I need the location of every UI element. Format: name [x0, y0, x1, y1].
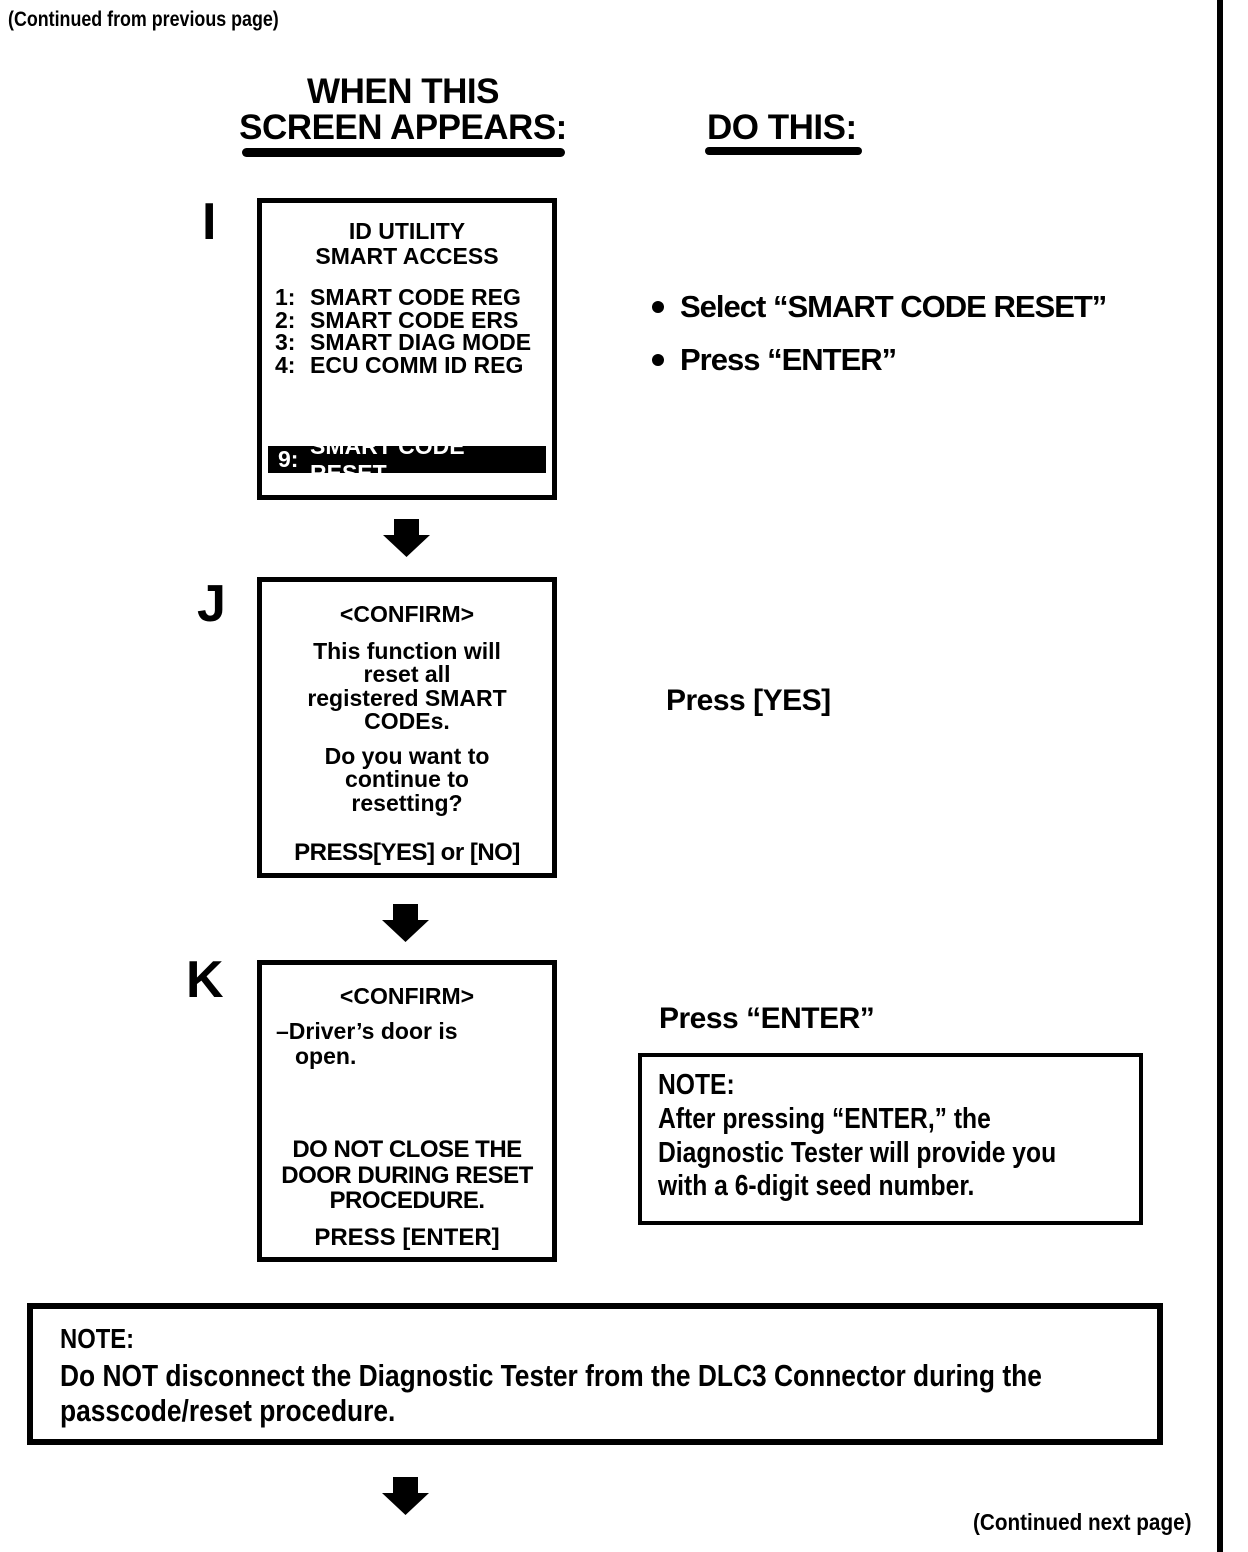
screen-warning-line: DO NOT CLOSE THE [292, 1136, 522, 1163]
down-arrow-icon [382, 904, 429, 942]
screen-footer-prompt: PRESS [ENTER] [314, 1224, 500, 1251]
note-body-line: with a 6-digit seed number. [658, 1170, 975, 1202]
header-underline [705, 147, 862, 155]
screen-warning: DO NOT CLOSE THE DOOR DURING RESET PROCE… [262, 1137, 552, 1214]
bullet-icon [652, 301, 664, 313]
screen-message-line: CODEs. [364, 708, 450, 735]
menu-item-label: SMART CODE ERS [310, 306, 519, 333]
step-label-j: J [197, 575, 226, 633]
note-body-line: After pressing “ENTER,” the [658, 1103, 991, 1135]
screen-title-line2: SMART ACCESS [315, 243, 499, 269]
screen-question-line: resetting? [351, 789, 463, 816]
menu-item-number: 2: [275, 306, 296, 333]
instruction-text: Press “ENTER” [680, 342, 897, 377]
screen-footer-prompt: PRESS[YES] or [NO] [294, 839, 520, 866]
column-header-screen: WHEN THIS SCREEN APPEARS: [233, 74, 573, 146]
note-body: After pressing “ENTER,” the Diagnostic T… [658, 1103, 1056, 1204]
menu-item: 4: ECU COMM ID REG [275, 351, 531, 378]
column-header-action: DO THIS: [707, 108, 857, 147]
screen-question-line: Do you want to [324, 743, 490, 769]
page-edge-line [1217, 0, 1223, 1552]
tester-screen-k: <CONFIRM> –Driver’s door is open. DO NOT… [257, 960, 557, 1262]
menu-item: 3: SMART DIAG MODE [275, 331, 531, 354]
column-header-screen-line1: WHEN THIS [307, 72, 499, 111]
screen-message-line: reset all [363, 661, 451, 688]
continued-next-label: (Continued next page) [973, 1509, 1192, 1535]
continued-from-label: (Continued from previous page) [8, 8, 279, 31]
tester-screen-j: <CONFIRM> This function will reset all r… [257, 577, 557, 878]
note-box-disconnect-warning: NOTE: Do NOT disconnect the Diagnostic T… [27, 1303, 1163, 1445]
note-body-line: passcode/reset procedure. [60, 1393, 396, 1428]
screen-menu: 1: SMART CODE REG 2: SMART CODE ERS 3: S… [275, 286, 531, 376]
menu-item-label: SMART CODE RESET [310, 432, 465, 486]
note-body-line: Diagnostic Tester will provide you [658, 1136, 1057, 1169]
menu-item-number: 1: [275, 284, 296, 310]
screen-status-line: open. [295, 1043, 357, 1069]
menu-item-highlighted: 9: SMART CODE RESET [268, 433, 546, 486]
screen-status: –Driver’s door is open. [276, 1019, 458, 1069]
note-title: NOTE: [60, 1323, 135, 1354]
note-body: Do NOT disconnect the Diagnostic Tester … [60, 1358, 1042, 1428]
bullet-icon [652, 354, 664, 366]
screen-message-line: registered SMART [307, 684, 507, 711]
screen-title-line1: ID UTILITY [348, 218, 466, 244]
note-title: NOTE: [658, 1069, 735, 1101]
menu-item-label: SMART DIAG MODE [310, 329, 532, 356]
menu-item: 2: SMART CODE ERS [275, 306, 531, 333]
header-underline [242, 148, 565, 157]
screen-message: This function will reset all registered … [262, 638, 552, 735]
screen-title: <CONFIRM> [339, 601, 475, 627]
down-arrow-icon [382, 1477, 429, 1515]
screen-warning-line: PROCEDURE. [329, 1187, 485, 1214]
column-header-screen-line2: SCREEN APPEARS: [239, 108, 567, 147]
step-label-k: K [186, 951, 224, 1009]
note-body-line: Do NOT disconnect the Diagnostic Tester … [60, 1358, 1042, 1393]
menu-item-number: 9: [278, 446, 299, 472]
menu-item-number: 4: [275, 351, 296, 378]
instruction-list-step-i: Select “SMART CODE RESET” Press “ENTER” [652, 288, 1107, 394]
instruction-bullet-select-reset: Select “SMART CODE RESET” [652, 288, 1107, 325]
screen-question: Do you want to continue to resetting? [262, 743, 552, 816]
menu-item-label: ECU COMM ID REG [310, 351, 524, 378]
note-box-seed-number: NOTE: After pressing “ENTER,” the Diagno… [638, 1053, 1143, 1225]
screen-message-line: This function will [313, 638, 501, 664]
instruction-bullet-press-enter: Press “ENTER” [652, 341, 1106, 378]
menu-item-label: SMART CODE REG [310, 284, 521, 310]
menu-item-number: 3: [275, 329, 296, 356]
step-label-i: I [202, 193, 217, 251]
tester-screen-i: ID UTILITY SMART ACCESS 1: SMART CODE RE… [257, 198, 557, 500]
instruction-press-yes: Press [YES] [666, 684, 831, 717]
menu-item: 1: SMART CODE REG [275, 286, 531, 309]
screen-title: <CONFIRM> [339, 983, 475, 1009]
screen-question-line: continue to [345, 766, 469, 793]
screen-status-line: –Driver’s door is [276, 1018, 458, 1044]
instruction-text: Select “SMART CODE RESET” [680, 289, 1107, 324]
screen-warning-line: DOOR DURING RESET [281, 1161, 533, 1189]
instruction-press-enter: Press “ENTER” [659, 1002, 875, 1035]
down-arrow-icon [383, 519, 430, 557]
screen-title: ID UTILITY SMART ACCESS [262, 219, 552, 269]
